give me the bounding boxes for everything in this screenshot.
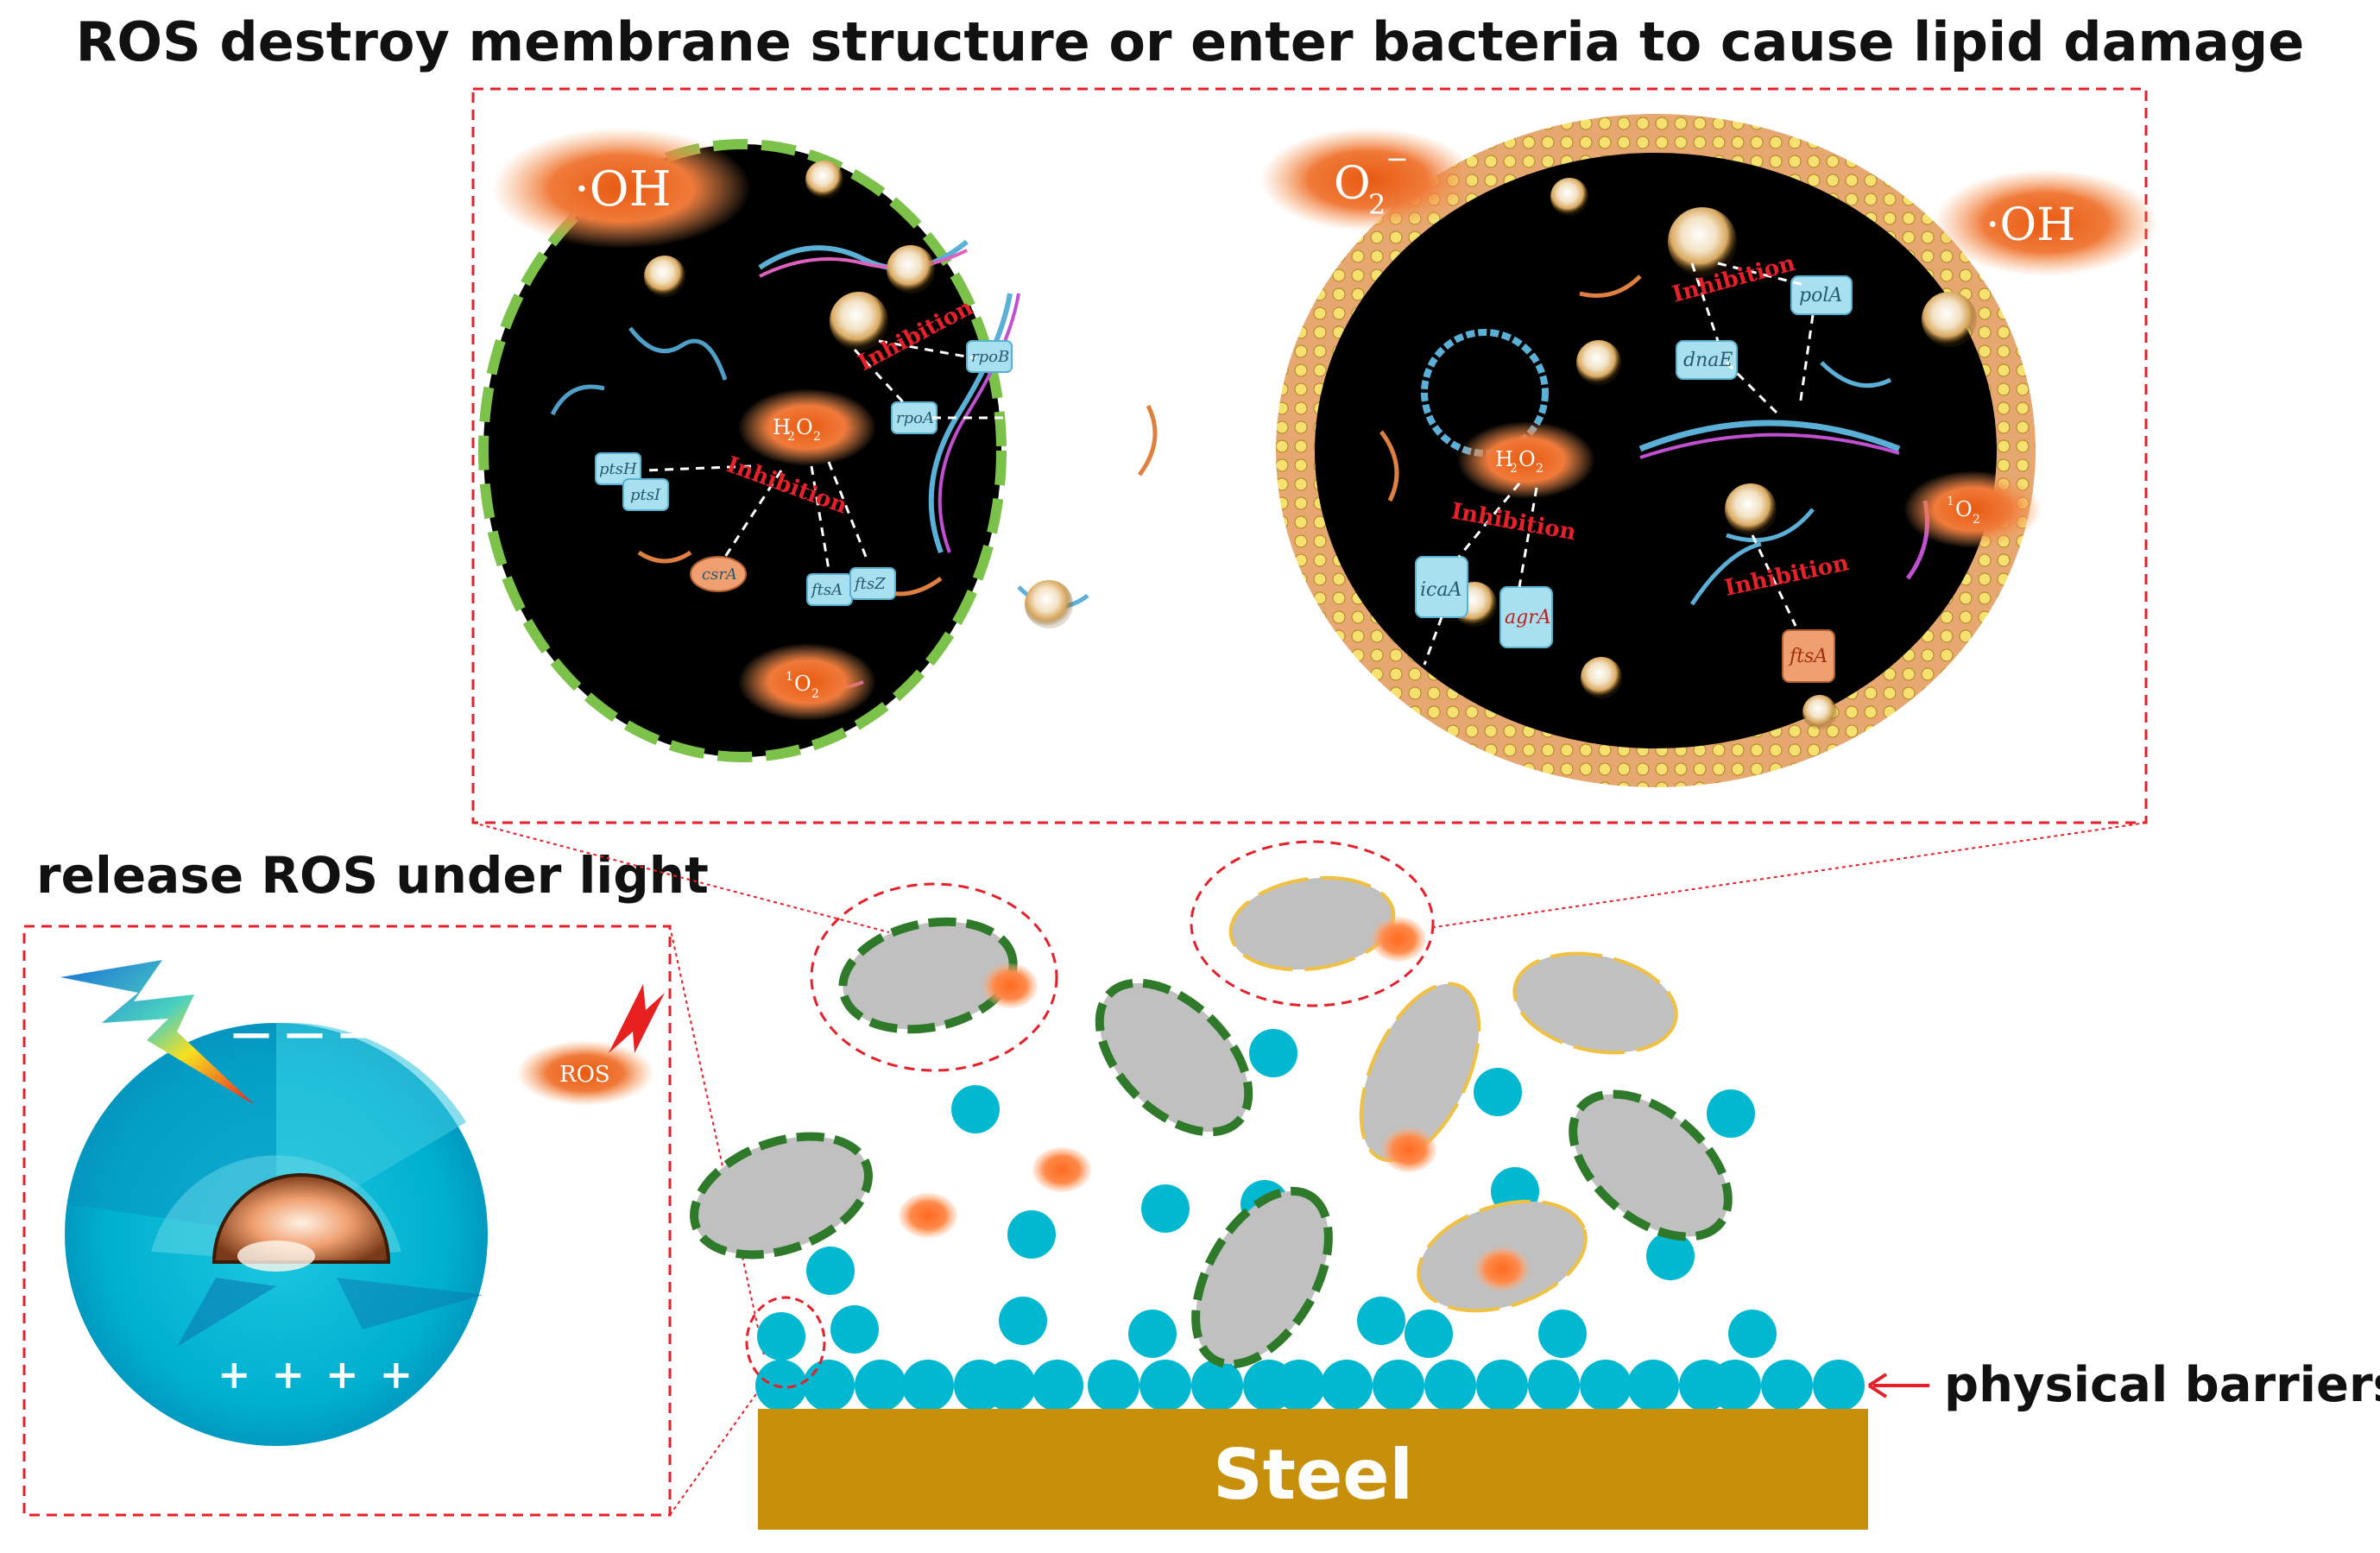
hydroxyl-radical-blob-right — [1934, 169, 2158, 276]
nanoparticle-connector-bottom — [669, 1376, 769, 1516]
top-zoom-frame — [471, 87, 2148, 824]
singlet-oxygen-label-right: 1 O 2 — [1947, 495, 1980, 527]
gene-label: ptsI — [630, 486, 661, 504]
gene-label: polA — [1799, 285, 1842, 306]
barrier-arrow-icon — [1867, 1373, 1929, 1398]
gene-label: ftsZ — [853, 575, 886, 593]
svg-text:2: 2 — [1510, 462, 1518, 476]
positive-charges: + + + + + — [218, 1351, 470, 1398]
svg-text:2: 2 — [813, 430, 821, 444]
svg-text:2: 2 — [1368, 188, 1386, 221]
svg-text:O: O — [796, 415, 813, 439]
ros-blob — [516, 1040, 654, 1106]
svg-text:H: H — [1495, 447, 1513, 471]
nanoparticle-connector-top — [669, 925, 765, 1356]
singlet-oxygen-label-left: 1 O 2 — [786, 670, 819, 701]
damaged-bacteria — [690, 917, 1733, 1369]
capsule-bacteria — [1228, 875, 1678, 1313]
zoom-connector-right — [1428, 822, 2147, 929]
nanoparticle-zoom-frame — [22, 925, 672, 1517]
gene-label: rpoA — [896, 409, 934, 427]
gene-label: ftsA — [1788, 646, 1828, 667]
svg-text:2: 2 — [1536, 462, 1544, 476]
gene-label: rpoB — [971, 348, 1009, 366]
red-bolt-icon — [609, 984, 665, 1053]
svg-text:O: O — [1518, 447, 1536, 471]
svg-text:H: H — [773, 415, 791, 439]
right-bacterium-cell — [1276, 114, 2042, 787]
hydroxyl-radical-blob — [492, 128, 751, 249]
highlight-circle-right — [1190, 840, 1435, 1007]
superoxide-label: O 2 − — [1334, 142, 1409, 221]
gene-label: agrA — [1505, 607, 1551, 628]
svg-text:2: 2 — [1973, 513, 1980, 527]
highlight-circle-particle — [745, 1296, 826, 1389]
ros-label: ROS — [559, 1062, 610, 1088]
superoxide-blob — [1260, 128, 1476, 231]
svg-text:O: O — [794, 672, 811, 696]
hydrogen-peroxide-label-right: H 2 O 2 — [1495, 447, 1544, 476]
svg-text:1: 1 — [786, 670, 793, 684]
svg-text:O: O — [1955, 497, 1973, 521]
hydroxyl-radical-label-right: ·OH — [1985, 199, 2076, 251]
barrier-particle-row — [755, 1360, 1865, 1411]
top-title: ROS destroy membrane structure or enter … — [75, 10, 2305, 73]
gene-label: icaA — [1420, 579, 1461, 601]
svg-text:1: 1 — [1947, 495, 1954, 508]
nanoparticle-diagram — [60, 960, 488, 1446]
left-bacterium-cell — [478, 139, 1158, 762]
physical-barriers-label: physical barriers — [1944, 1357, 2380, 1413]
light-bolt-icon — [60, 960, 255, 1105]
svg-text:−: − — [1386, 142, 1409, 175]
svg-text:O: O — [1334, 158, 1371, 210]
gene-label: ptsH — [599, 460, 637, 478]
hydrogen-peroxide-label-left: H 2 O 2 — [773, 415, 821, 444]
svg-text:2: 2 — [787, 430, 795, 444]
steel-plate — [758, 1409, 1868, 1530]
gene-label: dnaE — [1683, 350, 1733, 371]
negative-charges: — — — — [231, 1009, 378, 1056]
steel-label: Steel — [1213, 1435, 1413, 1515]
svg-text:2: 2 — [811, 687, 819, 701]
left-title: release ROS under light — [36, 846, 709, 905]
highlight-circle-left — [810, 882, 1058, 1072]
gene-label: ftsA — [810, 581, 843, 599]
zoom-connector-left — [472, 822, 890, 933]
hydroxyl-radical-label: ·OH — [574, 161, 672, 218]
gene-label: csrA — [702, 565, 737, 584]
